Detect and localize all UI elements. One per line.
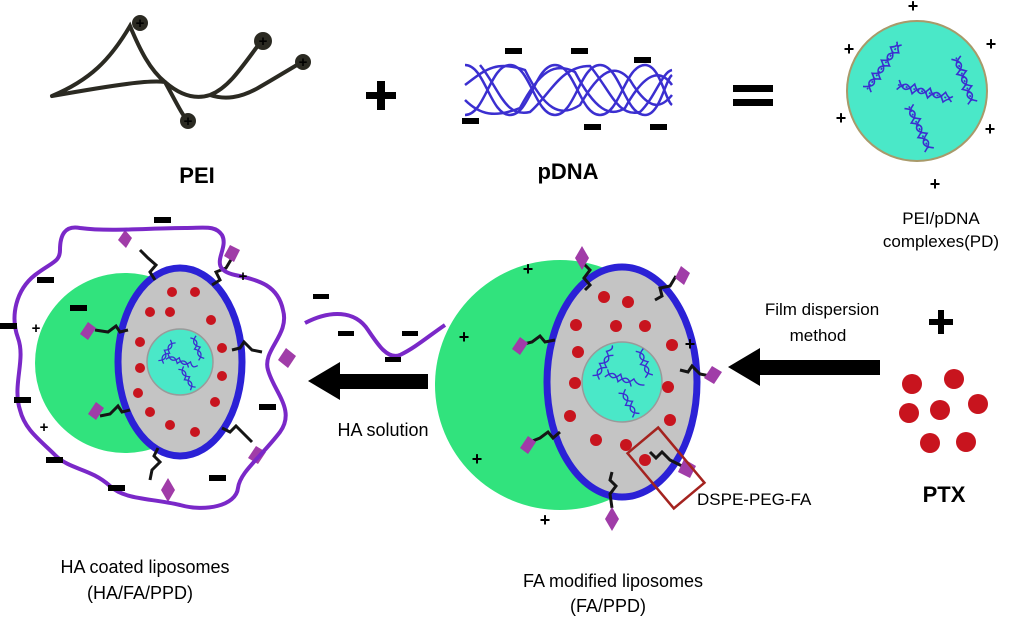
svg-text:+: + — [986, 34, 997, 54]
folate-ligands — [512, 246, 722, 531]
svg-text:+: + — [836, 108, 847, 128]
condensed-dna-icon — [896, 79, 954, 104]
ha-coated-liposome: + + + — [0, 217, 296, 510]
complex-label-line1: PEI/pDNA — [902, 209, 980, 228]
pei-positive-charge: + — [180, 113, 196, 130]
fa-modified-liposome: + + + + + — [435, 246, 722, 531]
encapsulated-ptx — [133, 287, 227, 437]
ptx-label: PTX — [923, 482, 966, 507]
ha-polymer — [304, 294, 447, 362]
equals-icon — [733, 85, 773, 106]
arrow-left-icon — [728, 348, 880, 386]
liposome-positive-charges: + + + + + — [459, 259, 696, 530]
svg-text:+: + — [540, 510, 551, 530]
ha-coating — [12, 225, 288, 510]
film-dispersion-label-line1: Film dispersion — [765, 300, 879, 319]
ha-liposome-label-line1: HA coated liposomes — [60, 557, 229, 577]
pei-positive-charge: + — [254, 32, 272, 50]
svg-text:+: + — [459, 327, 470, 347]
film-dispersion-label-line2: method — [790, 326, 847, 345]
pei-pdna-complex: + + + + + + — [836, 0, 997, 194]
arrow-left-icon — [308, 362, 428, 400]
dspe-peg-fa-label: DSPE-PEG-FA — [697, 490, 812, 509]
complex-positive-charges: + + + + + + — [836, 0, 997, 194]
pei-label: PEI — [179, 163, 214, 188]
fa-liposome-label-line2: (FA/PPD) — [570, 596, 646, 616]
svg-text:+: + — [299, 54, 308, 71]
pdna-helix — [464, 63, 674, 117]
peg-fa-chains — [94, 248, 263, 481]
svg-text:+: + — [184, 113, 193, 130]
svg-text:+: + — [136, 15, 145, 32]
folate-ligands — [80, 230, 296, 502]
ha-negative-charges — [0, 217, 276, 491]
svg-text:+: + — [239, 268, 248, 285]
plus-icon — [929, 310, 953, 334]
fa-liposome-label-line1: FA modified liposomes — [523, 571, 703, 591]
residual-positive-charges: + + + — [32, 268, 248, 436]
pei-positive-charge: + — [132, 15, 148, 32]
dspe-peg-fa-highlight-box — [625, 425, 707, 511]
condensed-dna-icon — [862, 41, 902, 93]
pei-positive-charge: + — [295, 54, 311, 71]
svg-text:+: + — [844, 39, 855, 59]
ha-liposome-label-line2: (HA/FA/PPD) — [87, 583, 193, 603]
pdna-label: pDNA — [537, 159, 598, 184]
encapsulated-ptx — [564, 291, 678, 466]
svg-text:+: + — [685, 334, 696, 354]
pdna-negative-charges — [462, 48, 667, 130]
svg-text:+: + — [523, 259, 534, 279]
svg-text:+: + — [908, 0, 919, 16]
ha-solution-label: HA solution — [337, 420, 428, 440]
ptx-particles — [899, 369, 988, 453]
plus-icon — [366, 81, 396, 110]
svg-text:+: + — [40, 419, 49, 436]
svg-text:+: + — [930, 174, 941, 194]
complex-label-line2: complexes(PD) — [883, 232, 999, 251]
svg-text:+: + — [472, 449, 483, 469]
pei-polymer: + + + + — [50, 15, 311, 130]
svg-text:+: + — [259, 33, 268, 50]
svg-text:+: + — [32, 320, 41, 337]
svg-text:+: + — [985, 119, 996, 139]
